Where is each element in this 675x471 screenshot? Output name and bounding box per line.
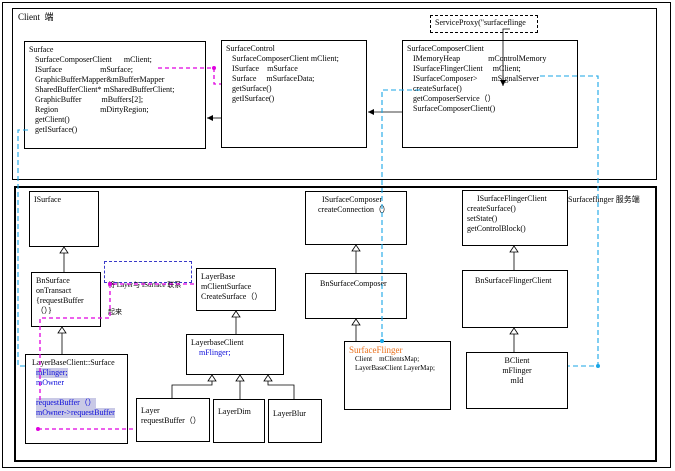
magenta-dot xyxy=(212,66,216,70)
layerbaseclient-class-box: LayerbaseClient mFlinger; xyxy=(186,334,284,375)
composerclient-to-surfaceflinger-link xyxy=(381,89,420,341)
surface-control-line: getISurface() xyxy=(226,94,275,103)
layer-inherits-lbc xyxy=(171,374,217,398)
isurface-title: ISurface xyxy=(34,195,62,204)
lbcs-field: mFlinger; xyxy=(36,368,68,378)
surface-class-box: Surface SurfaceComposerClient mClient; I… xyxy=(24,41,206,149)
magenta-dot xyxy=(108,282,112,286)
composerclient-to-bclient-link xyxy=(540,75,599,367)
surface-control-line: SurfaceControl xyxy=(226,44,275,53)
bclient-line: BClient xyxy=(504,356,530,365)
layerbase-line: LayerBase xyxy=(201,272,236,281)
layerblur-inherits-lbc xyxy=(263,374,295,399)
surface-composer-client-class-box: SurfaceComposerClient IMemoryHeap mContr… xyxy=(402,40,578,148)
isurfacecomposer-line: createConnection（） xyxy=(318,205,390,214)
bnsurfaceflingerclient-class-box: BnSurfaceFlingerClient xyxy=(462,270,568,328)
layerdim-title: LayerDim xyxy=(218,407,251,416)
bnsurface-line: {requestBuffer xyxy=(36,296,84,305)
surface-line: getClient() xyxy=(29,115,70,124)
client-region xyxy=(12,8,657,180)
surface-line: ISurface mSurface; xyxy=(29,65,133,74)
isurfacecomposer-interface-box: ISurfaceComposer createConnection（） xyxy=(305,191,407,245)
layerbase-line: CreateSurface（） xyxy=(201,292,263,301)
server-region xyxy=(14,186,657,462)
surfaceflinger-line: LayerBaseClient LayerMap; xyxy=(355,364,435,372)
composer-client-line: getComposerService（） xyxy=(407,94,496,103)
layerblur-class-box: LayerBlur xyxy=(268,399,322,443)
lbcs-to-layerbase-link xyxy=(39,283,196,400)
surface-line: GraphicBufferMapper&mBufferMapper xyxy=(29,75,165,84)
bnsurface-line: （）} xyxy=(36,306,52,315)
lbc-field: mFlinger; xyxy=(199,348,231,357)
surface-line: getISurface() xyxy=(29,125,78,134)
bnsurface-line: onTransact xyxy=(36,286,72,295)
layer-class-box: Layer requestBuffer（） xyxy=(136,398,210,442)
layer-line: Layer xyxy=(141,406,160,415)
surfaceflinger-title: SurfaceFlinger xyxy=(349,345,403,355)
composer-client-line: IMemoryHeap mControlMemory xyxy=(407,54,547,63)
isfc-line: ISurfaceFlingerClient xyxy=(477,194,547,203)
surfaceflinger-line: Client mClientsMap; xyxy=(355,355,420,363)
bclient-line: mFlinger xyxy=(502,366,532,375)
layerbase-class-box: LayerBase mClientSurface CreateSurface（） xyxy=(196,268,276,311)
bclient-class-box: BClient mFlinger mId xyxy=(466,352,568,409)
lbcs-method: requestBuffer（） xyxy=(36,398,96,408)
surface-line: SurfaceComposerClient mClient; xyxy=(29,55,152,64)
bnsurface-line: BnSurface xyxy=(36,276,70,285)
isurfacecomposer-line: ISurfaceComposer xyxy=(322,195,382,204)
isurface-interface-box: ISurface xyxy=(29,191,99,247)
layerblur-title: LayerBlur xyxy=(273,409,306,418)
isurfaceflingerclient-interface-box: ISurfaceFlingerClient createSurface() se… xyxy=(462,190,568,246)
layerdim-class-box: LayerDim xyxy=(213,399,265,443)
bnsurfacecomposer-title: BnSurfaceComposer xyxy=(320,279,387,288)
surface-line: Region mDirtyRegion; xyxy=(29,105,149,114)
serviceproxy-link xyxy=(500,28,510,86)
isfc-line: setState() xyxy=(467,214,498,223)
lbcs-method: mOwner->requestBuffer xyxy=(36,408,115,418)
composer-client-line: ISurfaceFlingerClient mClient; xyxy=(407,64,521,73)
composer-client-line: ISurfaceComposer> mSignalServer xyxy=(407,74,540,83)
lbcs-title: LayerBaseClient::Surface xyxy=(32,358,115,367)
bnsfc-title: BnSurfaceFlingerClient xyxy=(475,276,552,285)
magenta-dot xyxy=(36,427,40,431)
surface-line: GraphicBuffer mBuffers[2]; xyxy=(29,95,144,104)
layer-line: requestBuffer（） xyxy=(141,416,201,425)
bclient-line: mId xyxy=(510,376,524,385)
surface-control-line: SurfaceComposerClient mClient; xyxy=(226,54,339,63)
isfc-line: createSurface() xyxy=(467,204,516,213)
service-proxy-note: ServiceProxy("surfaceflinge xyxy=(430,15,538,33)
note-line: 起来 xyxy=(108,308,122,316)
composer-client-line: SurfaceComposerClient() xyxy=(407,104,496,113)
server-region-title: Surfaceflinger 服务端 xyxy=(568,195,640,204)
surface-control-line: Surface mSurfaceData; xyxy=(226,74,315,83)
composer-client-line: SurfaceComposerClient xyxy=(407,44,484,53)
composer-client-line: createSurface() xyxy=(407,84,462,93)
surface-line: Surface xyxy=(29,45,54,54)
surface-to-surfacecontrol-link xyxy=(158,67,221,85)
layerbase-line: mClientSurface xyxy=(201,282,252,291)
lbcs-field: mOwner xyxy=(36,378,64,387)
surface-control-line: getSurface() xyxy=(226,84,272,93)
surface-to-lbcsurface-link xyxy=(17,129,28,367)
surface-line: SharedBufferClient* mSharedBufferClient; xyxy=(29,85,175,94)
bnsurfacecomposer-class-box: BnSurfaceComposer xyxy=(305,273,407,319)
cyan-dot xyxy=(380,339,384,343)
surfaceflinger-class-box: SurfaceFlinger Client mClientsMap; Layer… xyxy=(344,341,451,410)
surface-control-class-box: SurfaceControl SurfaceComposerClient mCl… xyxy=(221,40,367,148)
cyan-dot xyxy=(596,364,600,368)
isfc-line: getControlBlock() xyxy=(467,224,526,233)
lbc-title: LayerbaseClient xyxy=(191,338,244,347)
surface-control-line: ISurface mSurface xyxy=(226,64,298,73)
client-region-title: Client 端 xyxy=(18,12,54,22)
